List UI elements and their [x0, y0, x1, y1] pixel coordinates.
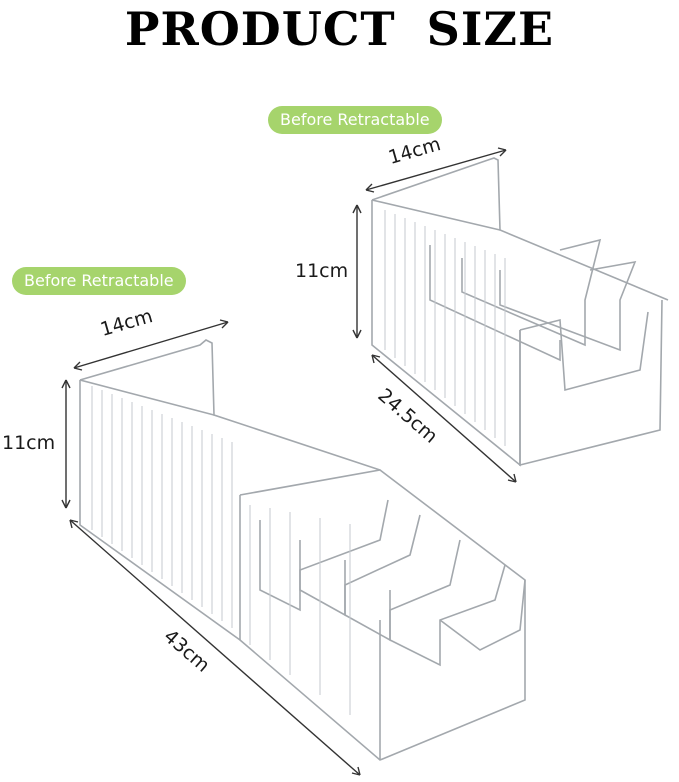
small-bin-dimension-lines [352, 147, 517, 483]
large-bin [79, 339, 526, 761]
small-bin-height-label: 11cm [295, 260, 349, 282]
small-bin [371, 157, 669, 467]
badge-before-retractable-top: Before Retractable [268, 106, 442, 134]
large-bin-height-label: 11cm [2, 432, 56, 454]
large-bin-dimension-lines [61, 319, 361, 776]
badge-before-retractable-left: Before Retractable [12, 267, 186, 295]
page-title: PRODUCT SIZE [124, 2, 555, 56]
